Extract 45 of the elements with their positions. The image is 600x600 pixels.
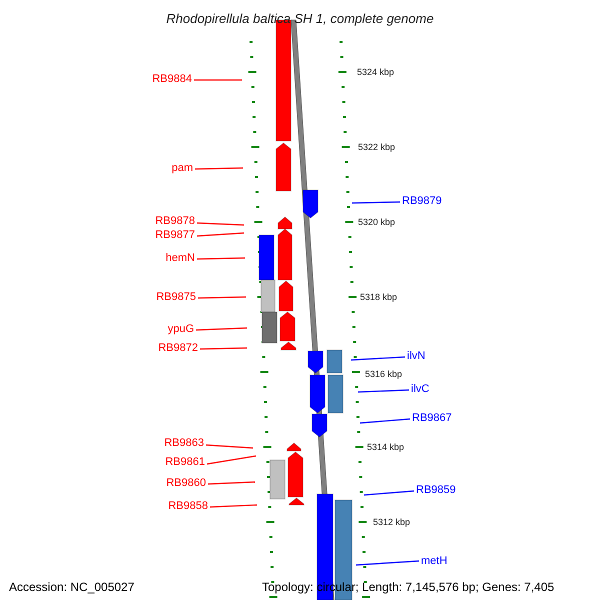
gene-label: RB9858 — [168, 499, 208, 513]
gene-label: pam — [172, 161, 193, 175]
gene-label: RB9861 — [165, 455, 205, 469]
position-label: 5312 kbp — [373, 517, 410, 527]
leader-line — [350, 356, 406, 361]
accession-text: Accession: NC_005027 — [9, 580, 134, 594]
leader-line — [194, 167, 244, 170]
leader-line — [198, 296, 246, 299]
leader-line — [208, 481, 256, 485]
gene-label: RB9859 — [416, 483, 456, 497]
gene-label: RB9860 — [166, 476, 206, 490]
diagram-title: Rhodopirellula baltica SH 1, complete genome — [165, 10, 435, 28]
gene-label: RB9878 — [155, 214, 195, 228]
leader-line — [352, 201, 400, 204]
leader-line — [358, 389, 410, 393]
gene-label: RB9879 — [402, 194, 442, 208]
gene-label: RB9872 — [158, 341, 198, 355]
leader-line — [360, 418, 410, 424]
gene-label: RB9877 — [155, 228, 195, 242]
leader-line — [210, 504, 258, 508]
gene-label: ypuG — [168, 322, 194, 336]
gene-label: RB9867 — [412, 411, 452, 425]
gene-label: hemN — [166, 251, 195, 265]
leader-line — [206, 455, 256, 465]
gene-label: RB9875 — [156, 290, 196, 304]
leader-line — [200, 347, 248, 350]
leader-line — [196, 222, 244, 226]
position-label: 5316 kbp — [365, 369, 402, 379]
position-label: 5322 kbp — [358, 142, 396, 152]
gene-label: ilvN — [407, 349, 426, 363]
position-label: 5318 kbp — [360, 292, 398, 302]
leader-line — [196, 327, 248, 331]
leader-line — [196, 232, 244, 237]
position-label: 5314 kbp — [367, 442, 404, 452]
leader-line — [364, 490, 414, 496]
gene-label: RB9884 — [152, 72, 192, 86]
leader-line — [206, 444, 254, 449]
position-label: 5324 kbp — [357, 67, 394, 77]
gene-label: RB9863 — [164, 436, 204, 450]
gene-label: ilvC — [411, 382, 430, 396]
leader-line — [356, 560, 420, 566]
leader-line — [196, 257, 246, 260]
position-label: 5320 kbp — [358, 217, 396, 227]
leader-line — [194, 79, 242, 81]
gene-label: metH — [421, 554, 448, 568]
